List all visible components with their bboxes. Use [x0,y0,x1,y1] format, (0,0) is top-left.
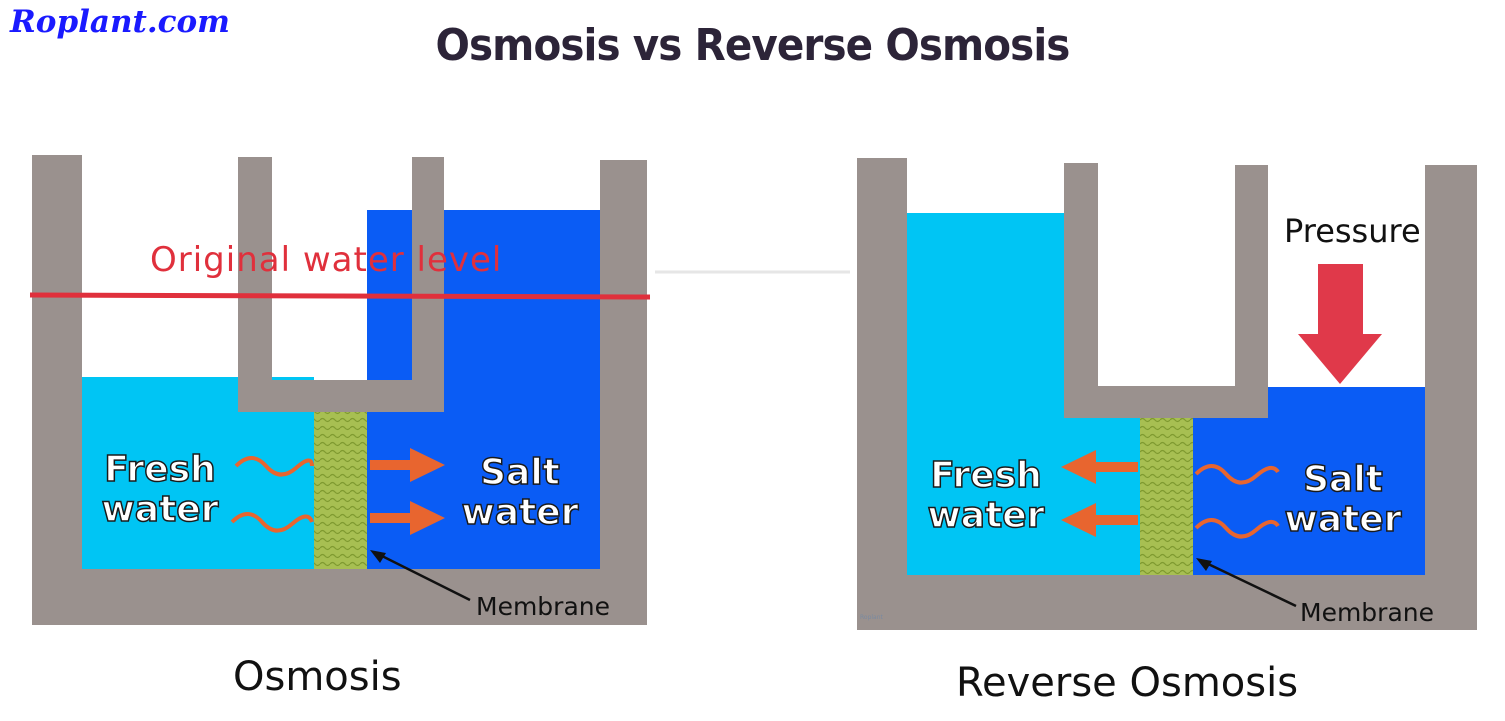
watermark: Roplant [860,614,883,621]
reverse-membrane-pointer-head [1196,558,1212,571]
pressure-label: Pressure [1284,212,1421,250]
reverse-vessel [857,158,1477,630]
osmosis-salt-label: Salt water [461,452,579,534]
original-level-label: Original water level [150,240,503,280]
reverse-diagram [857,158,1477,630]
osmosis-membrane-pointer [377,552,471,602]
site-logo: Roplant.com [10,4,230,40]
pressure-arrow-icon [1298,264,1382,384]
page-title: Osmosis vs Reverse Osmosis [435,20,1071,71]
osmosis-salt-water-upper [444,210,600,410]
osmosis-flow-arrow-icon [370,501,445,535]
reverse-membrane [1140,418,1193,575]
reverse-fresh-label: Fresh water [927,455,1045,537]
osmosis-diagram [29,155,651,625]
reverse-membrane-pointer [1203,560,1297,608]
osmosis-squiggle-icon [230,512,314,533]
reverse-flow-arrow-icon [1061,450,1138,484]
osmosis-membrane [314,412,367,569]
osmosis-flow-arrow-icon [370,448,445,482]
reverse-fresh-water-lower [907,418,1140,575]
original-level-line [29,292,651,300]
osmosis-vessel [32,155,647,625]
osmosis-squiggle-icon [234,456,314,477]
reverse-flow-arrow-icon [1061,503,1138,537]
reverse-salt-label: Salt water [1284,459,1402,541]
reverse-squiggle-icon [1194,464,1280,485]
osmosis-fresh-label: Fresh water [101,449,219,531]
osmosis-caption: Osmosis [233,654,402,700]
reverse-caption: Reverse Osmosis [956,660,1299,706]
reverse-membrane-label: Membrane [1300,598,1434,627]
reverse-squiggle-icon [1194,518,1280,539]
osmosis-membrane-pointer-head [370,550,386,563]
osmosis-membrane-label: Membrane [476,592,610,621]
